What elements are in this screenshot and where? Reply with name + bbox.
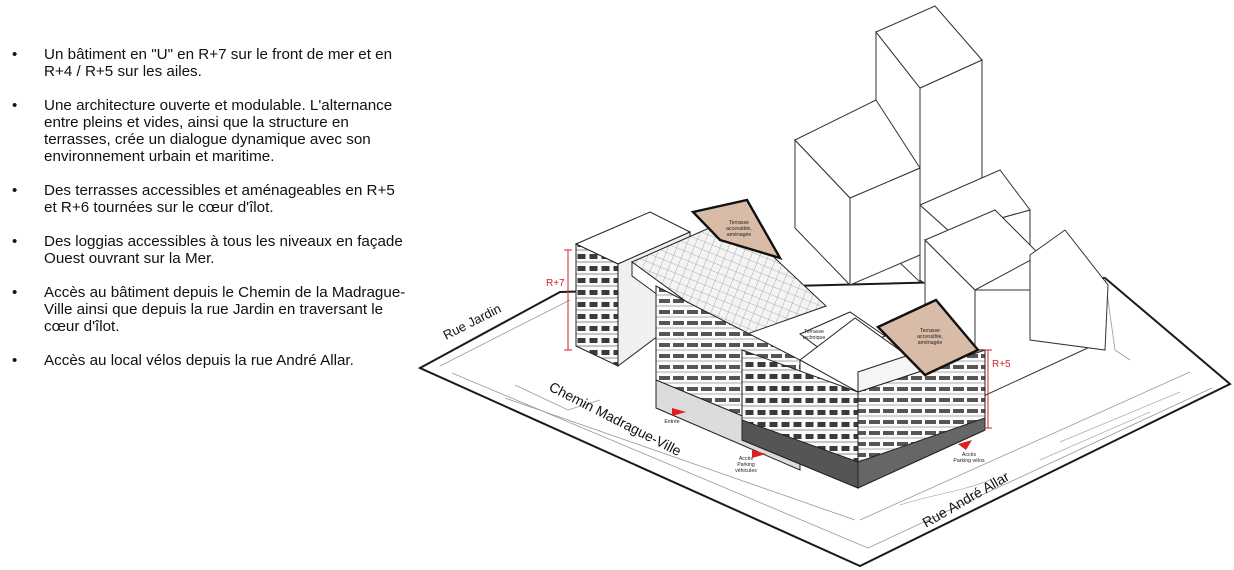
road-line (899, 479, 991, 506)
level-label-r5: R+5 (992, 359, 1011, 370)
access-label-line: Parking vélos (953, 458, 985, 464)
site-parcel (417, 276, 1232, 568)
road-line (1039, 411, 1151, 461)
terrace-lower-label-line: accessible, (917, 334, 943, 340)
access-label-line: Accès (739, 456, 754, 462)
technical-terrace-label: Terrasse technique (803, 329, 826, 341)
bullet-list: • Un bâtiment en "U" en R+7 sur le front … (10, 46, 410, 386)
bullet-text: Un bâtiment en "U" en R+7 sur le front d… (44, 46, 393, 80)
access-marker-parking-vehicules: Accès Parking véhicules (735, 450, 766, 474)
terrace-upper-label-line: Terrasse (729, 220, 749, 226)
street-label-rue-andre-allar: Rue André Allar (920, 468, 1013, 531)
road-line (1104, 277, 1131, 361)
road-line (514, 384, 601, 411)
road-line (1059, 391, 1181, 443)
main-building (574, 211, 986, 489)
access-marker-entree: Entrée (664, 408, 686, 425)
bullet-dot: • (12, 352, 18, 369)
accessible-terraces (690, 198, 980, 377)
terrace-upper-label-line: aménagée (727, 232, 752, 238)
parcel-outline (417, 276, 1232, 568)
bullet-text: Des terrasses accessibles et aménageable… (44, 182, 395, 216)
neighbouring-towers (794, 5, 1109, 401)
technical-terrace-label-line: technique (803, 335, 826, 341)
bullet-item: • Accès au bâtiment depuis le Chemin de l… (10, 284, 410, 335)
access-marker-parking-velos: Accès Parking vélos (953, 440, 985, 464)
access-label-entree: Entrée (664, 419, 679, 425)
access-label-line: Parking (737, 462, 755, 468)
road-line (859, 371, 1191, 521)
tower-2-top (794, 99, 921, 199)
bullet-dot: • (12, 284, 18, 301)
road-line (451, 372, 869, 549)
tower-1-top (875, 5, 983, 89)
access-label-line: véhicules (735, 468, 757, 474)
bullet-text: Accès au local vélos depuis la rue André… (44, 352, 354, 369)
terrace-upper-label: Terrasse accessible, aménagée (726, 220, 752, 238)
bullet-dot: • (12, 46, 18, 63)
bullet-item: • Accès au local vélos depuis la rue Andr… (10, 352, 410, 369)
ground-floor-dark (857, 417, 986, 489)
bullet-text: Des loggias accessibles à tous les nivea… (44, 233, 403, 267)
bullet-item: • Une architecture ouverte et modulable. … (10, 97, 410, 165)
street-label-rue-jardin: Rue Jardin (441, 301, 504, 343)
terrace-lower-label-line: aménagée (918, 340, 943, 346)
bullet-text: Une architecture ouverte et modulable. L… (44, 97, 393, 165)
tower-5-right (1029, 229, 1109, 351)
height-marker-r5 (984, 349, 992, 429)
bullet-dot: • (12, 182, 18, 199)
left-wing-facade-west (575, 243, 619, 367)
level-label-r7: R+7 (546, 278, 565, 289)
bullet-dot: • (12, 233, 18, 250)
access-label-line: Accès (962, 452, 977, 458)
road-line (439, 299, 571, 367)
road-line (504, 397, 856, 521)
bullet-item: • Un bâtiment en "U" en R+7 sur le front … (10, 46, 410, 80)
bullet-item: • Des loggias accessibles à tous les nive… (10, 233, 410, 267)
height-marker-r7 (564, 249, 572, 351)
terrace-lower-label-line: Terrasse (920, 328, 940, 334)
terrace-upper (690, 198, 783, 261)
tower-3-top (919, 169, 1031, 233)
technical-terrace-label-line: Terrasse (804, 329, 824, 335)
bullet-text: Accès au bâtiment depuis le Chemin de la… (44, 284, 406, 335)
terrace-lower (875, 298, 980, 377)
terrace-upper-label-line: accessible, (726, 226, 752, 232)
road-line (867, 387, 1213, 549)
bullet-item: • Des terrasses accessibles et aménageabl… (10, 182, 410, 216)
terrace-lower-label: Terrasse accessible, aménagée (917, 328, 943, 346)
bullet-dot: • (12, 97, 18, 114)
